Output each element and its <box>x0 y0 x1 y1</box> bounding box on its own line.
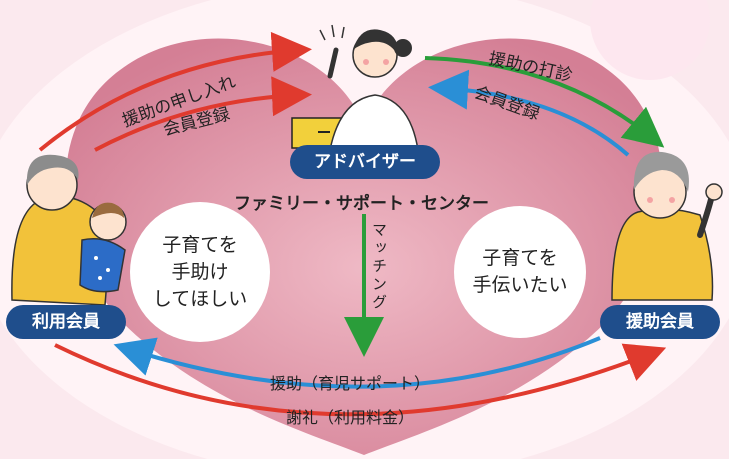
matching-label: マッチング <box>370 222 388 312</box>
corner-blob <box>590 0 710 80</box>
user-member-badge: 利用会員 <box>6 305 126 339</box>
user-member-illustration <box>11 154 127 306</box>
arrow-support-blue <box>113 336 601 389</box>
user-bubble-line-3: してほしい <box>152 287 248 310</box>
helper-bubble-line-1: 子育てを <box>482 247 558 269</box>
helper-member-illustration <box>611 151 723 301</box>
user-member-label: 利用会員 <box>32 312 100 332</box>
label-support: 援助（育児サポート） <box>270 374 431 393</box>
label-fee: 謝礼（利用料金） <box>286 408 415 427</box>
helper-bubble-line-2: 手伝いたい <box>472 274 568 296</box>
arrow-request-red <box>38 31 312 152</box>
helper-bubble: 子育てを 手伝いたい <box>460 225 580 319</box>
user-bubble-bg <box>130 202 270 342</box>
advisor-illustration <box>291 24 419 151</box>
user-bubble-line-1: 子育てを <box>162 233 238 256</box>
org-name: ファミリー・サポート・センター <box>234 194 489 214</box>
arrow-consult-green <box>424 56 665 148</box>
helper-bubble-bg <box>454 206 586 338</box>
arrow-fee-red <box>54 343 667 417</box>
helper-member-badge: 援助会員 <box>600 305 720 339</box>
user-bubble: 子育てを 手助け してほしい <box>140 215 260 329</box>
arrow-register-red <box>94 76 312 152</box>
advisor-label: アドバイザー <box>314 152 416 172</box>
user-bubble-line-2: 手助け <box>171 260 229 283</box>
helper-member-label: 援助会員 <box>626 312 694 332</box>
arrow-register-blue <box>428 69 630 157</box>
advisor-badge: アドバイザー <box>290 145 440 179</box>
